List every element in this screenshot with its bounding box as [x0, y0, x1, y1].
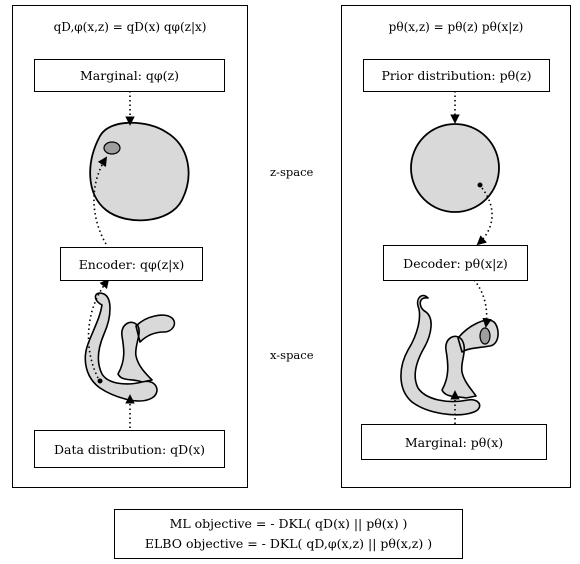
- objectives-box: ML objective = - DKL( qD(x) || pθ(x) ) E…: [114, 509, 463, 559]
- left-z-subregion: [103, 141, 121, 155]
- right-z-region: [410, 123, 500, 213]
- right-joint-equation: pθ(x,z) = pθ(z) pθ(x|z): [388, 20, 524, 34]
- left-joint-equation: qD,φ(x,z) = qD(x) qφ(z|x): [53, 20, 207, 34]
- x-space-label: x-space: [270, 348, 314, 362]
- prior-box: Prior distribution: pθ(z): [363, 59, 550, 92]
- left-z-region: [89, 121, 190, 222]
- right-z-point: [477, 182, 483, 188]
- encoder-box: Encoder: qφ(z|x): [60, 247, 203, 281]
- elbo-objective: ELBO objective = - DKL( qD,φ(x,z) || pθ(…: [144, 536, 433, 551]
- arrow-decoder-to-x: [473, 279, 492, 328]
- left-x-point: [97, 378, 103, 384]
- right-x-subregion: [479, 327, 491, 345]
- left-panel: [12, 5, 248, 488]
- z-space-label: z-space: [270, 165, 314, 179]
- left-marginal-box: Marginal: qφ(z): [34, 59, 225, 92]
- data-distribution-box: Data distribution: qD(x): [34, 430, 225, 468]
- decoder-box: Decoder: pθ(x|z): [383, 245, 528, 281]
- right-marginal-box: Marginal: pθ(x): [361, 424, 547, 460]
- left-x-manifold: [84, 292, 176, 402]
- ml-objective: ML objective = - DKL( qD(x) || pθ(x) ): [169, 516, 408, 531]
- arrow-x-to-encoder: [87, 278, 110, 379]
- right-x-manifold: [400, 294, 499, 416]
- right-panel: [341, 5, 571, 488]
